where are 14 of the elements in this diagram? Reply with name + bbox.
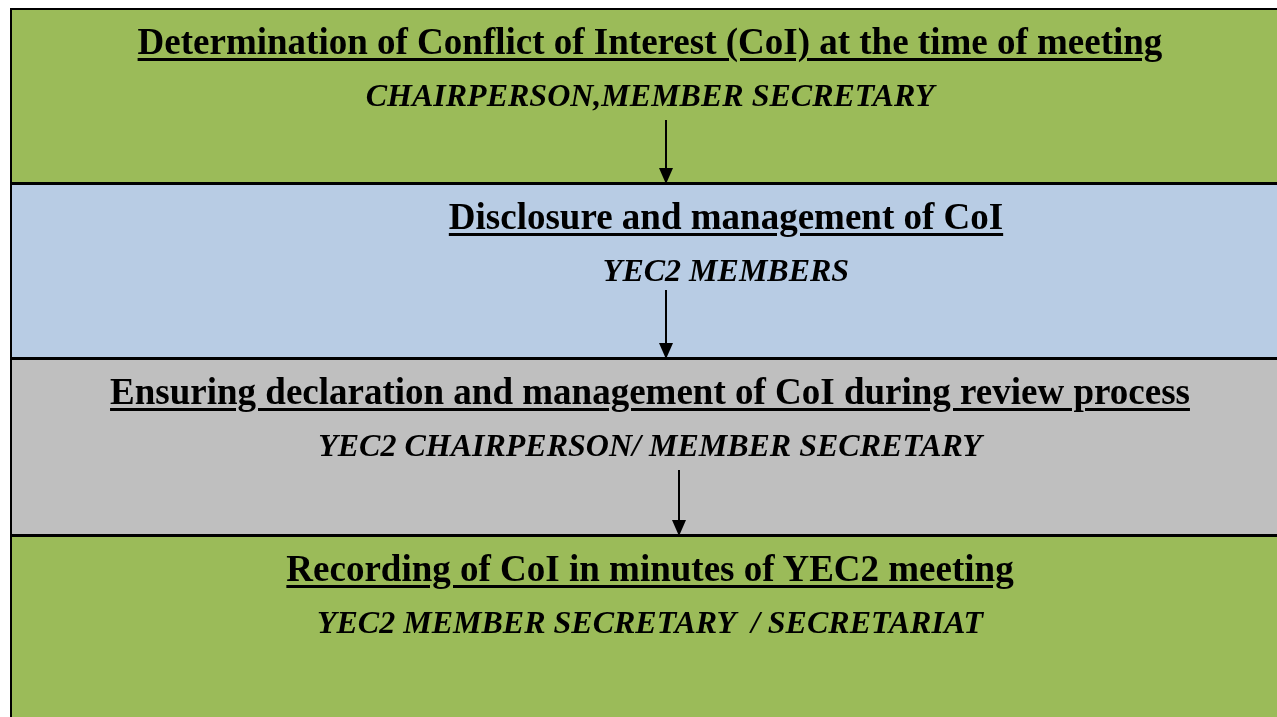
arrow — [659, 289, 673, 359]
step-heading: Recording of CoI in minutes of YEC2 meeting — [286, 547, 1014, 590]
process-band — [10, 535, 1277, 717]
arrow — [659, 119, 673, 184]
responsible-role: CHAIRPERSON,MEMBER SECRETARY — [365, 77, 935, 114]
step-heading: Determination of Conflict of Interest (CoI) at the time of meeting — [137, 20, 1163, 63]
responsible-role: YEC2 MEMBER SECRETARY / SECRETARIAT — [316, 604, 983, 641]
step-heading: Disclosure and management of CoI — [448, 195, 1004, 238]
process-band — [10, 183, 1277, 359]
responsible-role: YEC2 MEMBERS — [602, 252, 850, 289]
arrow — [672, 469, 686, 536]
process-band — [10, 8, 1277, 184]
step-heading: Ensuring declaration and management of CoI during review process — [110, 370, 1190, 413]
process-band — [10, 358, 1277, 536]
